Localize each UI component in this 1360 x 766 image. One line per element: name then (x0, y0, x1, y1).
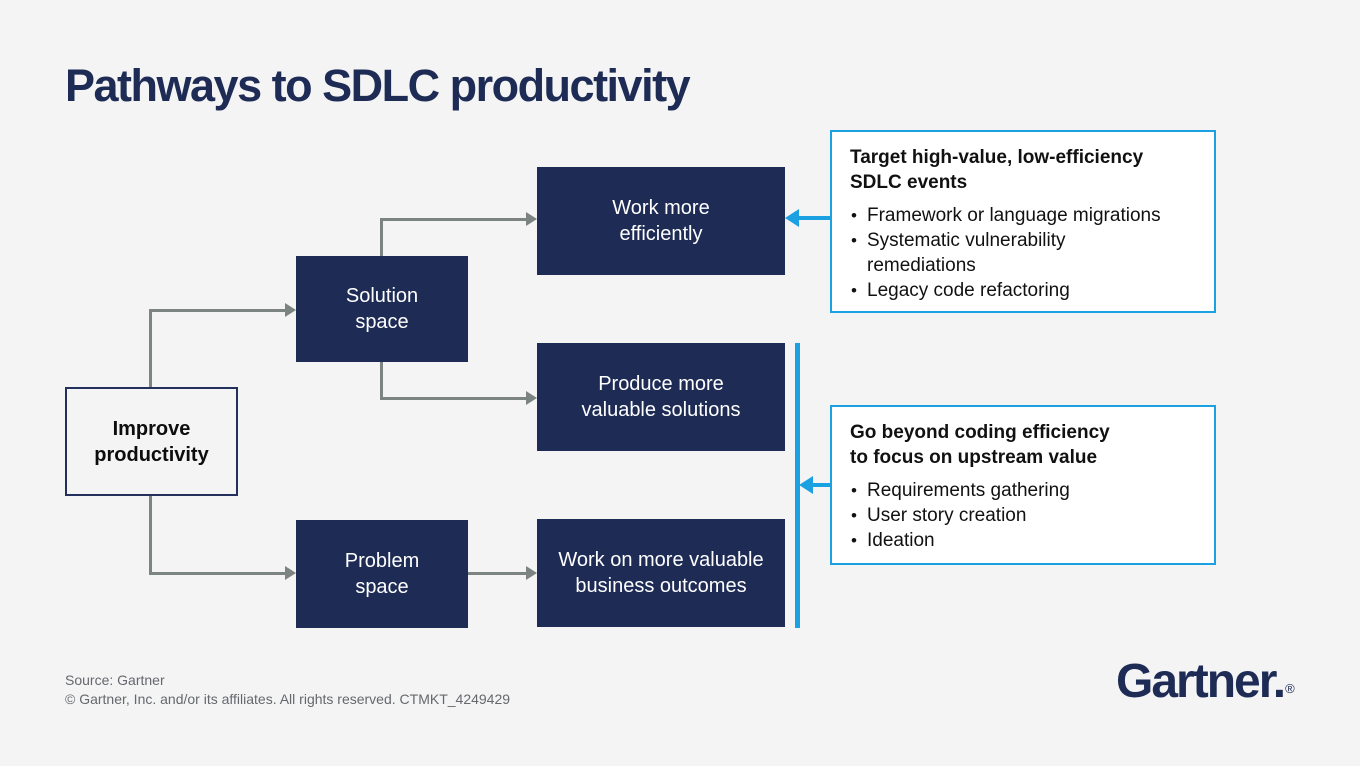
gartner-logo: Gartner.® (1116, 654, 1295, 709)
connector-solution-to-efficiently (380, 218, 526, 221)
callout-high-value-events: Target high-value, low-efficiency SDLC e… (830, 130, 1216, 313)
node-label-line: Produce more (598, 373, 724, 395)
node-solution-space: Solution space (296, 256, 468, 362)
callout-bullet: Systematic vulnerability remediations (850, 228, 1178, 278)
callout1-arrow-line (799, 216, 830, 220)
node-label-line: space (355, 576, 409, 598)
node-valuable-business-outcomes: Work on more valuable business outcomes (537, 519, 785, 627)
node-label-line: Improve (112, 417, 191, 440)
connector-solution-up-vertical (380, 219, 383, 256)
connector-improve-to-solution (149, 309, 285, 312)
callout2-arrowhead-icon (799, 476, 813, 494)
registered-trademark-icon: ® (1285, 681, 1295, 696)
callout-heading: Target high-value, low-efficiency SDLC e… (850, 147, 1144, 193)
arrowhead-to-efficiently-icon (526, 212, 537, 226)
node-label-line: Solution (345, 285, 419, 307)
arrowhead-to-solution-icon (285, 303, 296, 317)
source-line: Source: Gartner (65, 672, 165, 688)
arrowhead-to-problem-icon (285, 566, 296, 580)
arrowhead-to-produce-icon (526, 391, 537, 405)
node-label-line: efficiently (619, 223, 703, 245)
callout-bullet-list: Requirements gathering User story creati… (850, 478, 1178, 553)
node-problem-space: Problem space (296, 520, 468, 628)
blue-bracket-line (795, 343, 800, 628)
copyright-line: © Gartner, Inc. and/or its affiliates. A… (65, 691, 511, 707)
gartner-wordmark: Gartner. (1116, 655, 1286, 708)
node-label-line: business outcomes (575, 575, 747, 597)
callout-heading: Go beyond coding efficiency to focus on … (850, 422, 1110, 468)
callout-bullet: Requirements gathering (850, 478, 1178, 503)
callout-bullet: User story creation (850, 503, 1178, 528)
callout-upstream-value: Go beyond coding efficiency to focus on … (830, 405, 1216, 565)
node-label-line: Problem (344, 550, 420, 572)
connector-solution-down-vertical (380, 362, 383, 399)
connector-problem-to-outcomes (468, 572, 526, 575)
callout2-arrow-line (813, 483, 830, 487)
node-work-more-efficiently: Work more efficiently (537, 167, 785, 275)
connector-improve-up-vertical (149, 310, 152, 387)
node-improve-productivity: Improve productivity (65, 387, 238, 496)
callout-bullet: Legacy code refactoring (850, 278, 1178, 303)
node-produce-valuable-solutions: Produce more valuable solutions (537, 343, 785, 451)
source-note: Source: Gartner © Gartner, Inc. and/or i… (65, 671, 510, 709)
arrowhead-to-outcomes-icon (526, 566, 537, 580)
node-label-line: Work more (612, 197, 710, 219)
callout-bullet: Framework or language migrations (850, 203, 1178, 228)
connector-improve-to-problem (149, 572, 285, 575)
connector-solution-to-produce (380, 397, 526, 400)
callout1-arrowhead-icon (785, 209, 799, 227)
connector-improve-down-vertical (149, 496, 152, 573)
callout-bullet: Ideation (850, 528, 1178, 553)
page-title: Pathways to SDLC productivity (65, 60, 691, 111)
node-label-line: space (355, 311, 409, 333)
callout-bullet-list: Framework or language migrations Systema… (850, 203, 1178, 303)
node-label-line: valuable solutions (581, 399, 741, 421)
node-label-line: productivity (94, 443, 209, 466)
node-label-line: Work on more valuable (558, 549, 764, 571)
